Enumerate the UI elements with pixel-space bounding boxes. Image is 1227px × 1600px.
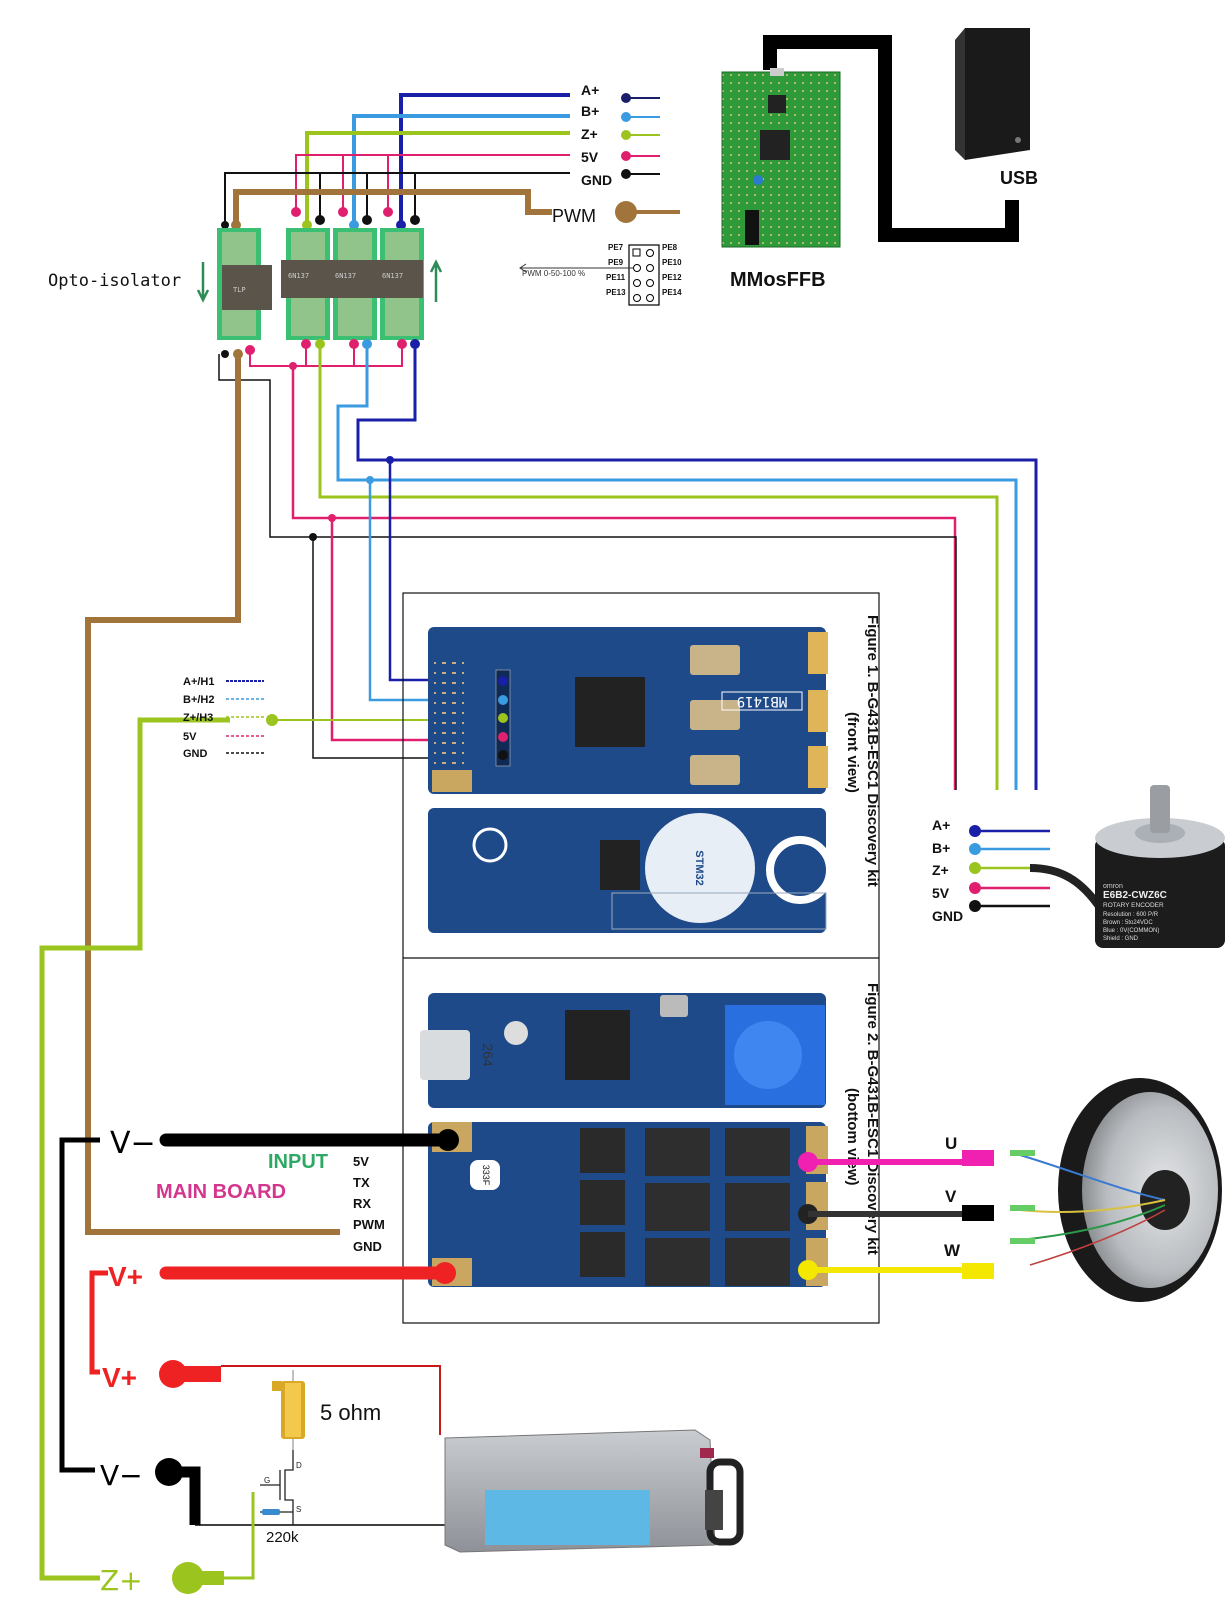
pin-pe13: PE13 (606, 288, 626, 297)
figure1-subcaption: (front view) (844, 712, 861, 793)
enc-label-gnd: GND (932, 908, 963, 924)
esc-board-bottom (420, 993, 828, 1287)
hall-label-gnd: GND (183, 748, 208, 760)
hall-label-b: B+/H2 (183, 694, 215, 706)
chip-4-marking: 6N137 (382, 272, 403, 280)
v-minus-top-label: V− (110, 1126, 156, 1161)
gate-resistor (262, 1509, 280, 1515)
pin-pe9: PE9 (608, 258, 624, 267)
usb-label: USB (1000, 168, 1038, 188)
top-label-5v: 5V (581, 149, 599, 165)
opto-board-2 (281, 228, 330, 340)
mosfet-pin-d: D (296, 1461, 302, 1470)
top-label-pwm: PWM (552, 206, 596, 226)
figure2-caption: Figure 2. B-G431B-ESC1 Discovery kit (864, 983, 881, 1255)
top-connector-legend: A+ B+ Z+ 5V GND PWM (552, 82, 680, 226)
pin-pe14: PE14 (662, 288, 682, 297)
encoder-spec-1: Resolution : 600 P/R (1103, 912, 1159, 918)
encoder-spec-4: Shield : GND (1103, 936, 1139, 942)
hall-label-a: A+/H1 (183, 676, 215, 688)
v-plus-bottom-label: V+ (102, 1362, 137, 1393)
top-label-a: A+ (581, 82, 599, 98)
phase-u-label: U (945, 1134, 957, 1153)
encoder-spec-3: Blue : 0V(COMMON) (1103, 928, 1159, 934)
resistor-label: 5 ohm (320, 1400, 381, 1425)
board-mark-264: 264 (480, 1043, 496, 1067)
v-minus-bottom-label: V− (100, 1459, 143, 1492)
encoder-brand: omron (1103, 883, 1123, 890)
pin-pe12: PE12 (662, 273, 682, 282)
arrow-up-icon (429, 259, 443, 302)
opto-board-4 (375, 228, 424, 340)
hall-label-z: Z+/H3 (183, 712, 213, 724)
mb-pin-5v: 5V (353, 1154, 369, 1169)
gate-resistor-label: 220k (266, 1529, 299, 1546)
enc-label-b: B+ (932, 840, 950, 856)
arrow-down-icon (196, 262, 210, 303)
pin-pe11: PE11 (606, 273, 626, 282)
pc-tower (955, 28, 1030, 160)
server-psu (444, 1429, 744, 1553)
board-mark-333f: 333F (481, 1165, 491, 1186)
hub-motor (1010, 1078, 1222, 1302)
enc-label-z: Z+ (932, 862, 949, 878)
figure2-subcaption: (bottom view) (844, 1088, 861, 1186)
enc-label-a: A+ (932, 817, 950, 833)
encoder-spec-2: Brown : 5to24VDC (1103, 920, 1153, 926)
top-label-gnd: GND (581, 172, 612, 188)
mb-pin-gnd: GND (353, 1239, 382, 1254)
mb-pin-tx: TX (353, 1175, 370, 1190)
z-plus-bottom-label: Z+ (100, 1564, 143, 1597)
pin-pe8: PE8 (662, 243, 678, 252)
chip-1-marking: TLP (233, 286, 246, 294)
board-mark-mb1419: MB1419 (737, 693, 788, 709)
phase-v-label: V (945, 1187, 957, 1206)
mmosffb-board (721, 68, 841, 248)
figure1-caption: Figure 1. B-G431B-ESC1 Discovery kit (864, 615, 881, 887)
encoder-type: ROTARY ENCODER (1103, 902, 1164, 909)
opto-output-wires (39, 339, 1038, 1581)
phase-w-label: W (944, 1241, 961, 1260)
hall-legend: A+/H1 B+/H2 Z+/H3 5V GND (183, 676, 264, 760)
controller-name: MMosFFB (730, 269, 826, 291)
stm32-logo: STM32 (693, 850, 705, 885)
esc-board-front (428, 627, 834, 933)
mosfet-pin-g: G (264, 1476, 270, 1485)
chip-2-marking: 6N137 (288, 272, 309, 280)
rotary-encoder (1029, 785, 1225, 948)
opto-board-1 (217, 228, 272, 340)
pin-header (628, 244, 660, 306)
pin-pe10: PE10 (662, 258, 682, 267)
main-board-label: MAIN BOARD (156, 1181, 286, 1203)
top-label-z: Z+ (581, 126, 598, 142)
mb-pin-pwm: PWM (353, 1217, 385, 1232)
motor-phase-wires (798, 1150, 994, 1280)
mosfet-pin-s: S (296, 1505, 301, 1514)
mb-pin-rx: RX (353, 1196, 371, 1211)
power-wiring (59, 1129, 459, 1594)
top-label-b: B+ (581, 103, 599, 119)
hall-label-5v: 5V (183, 731, 197, 743)
opto-input-wires (221, 93, 570, 230)
input-label: INPUT (268, 1151, 328, 1173)
opto-isolator-boards (217, 228, 424, 340)
usb-cable (763, 35, 1019, 242)
opto-isolator-label: Opto-isolator (48, 271, 181, 291)
enc-label-5v: 5V (932, 885, 950, 901)
pin-pe7: PE7 (608, 243, 624, 252)
v-plus-top-label: V+ (108, 1261, 143, 1292)
encoder-model: E6B2-CWZ6C (1103, 890, 1167, 901)
opto-board-3 (328, 228, 377, 340)
encoder-legend: A+ B+ Z+ 5V GND (932, 817, 1050, 924)
chip-3-marking: 6N137 (335, 272, 356, 280)
pwm-arrow-head-icon (519, 263, 527, 273)
pwm-note: PWM 0-50-100 % (522, 269, 585, 278)
power-resistor (272, 1370, 305, 1450)
